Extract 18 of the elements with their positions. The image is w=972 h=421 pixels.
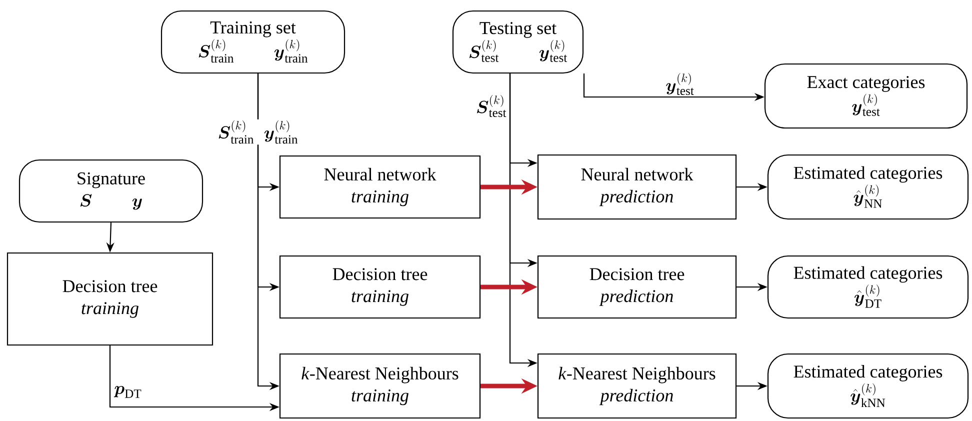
- process-box: Neural network training: [279, 155, 481, 219]
- process-box: Decision tree training: [279, 255, 481, 319]
- process-box: Decision tree prediction: [537, 255, 737, 319]
- rounded-box: Testing set $\boldsymbol{S}^{(k)}_{\mathrm{test}}$ $\boldsymbol{y}^{(k)}_{\mathrm{test}}$: [452, 10, 584, 74]
- process-box: k-Nearest Neighbours training: [279, 353, 481, 419]
- edge-label: $\boldsymbol{p}_{\mathrm{DT}}$: [113, 385, 143, 399]
- process-box: k-Nearest Neighbours prediction: [537, 353, 737, 419]
- rounded-box: Estimated categories $\hat{\boldsymbol{y}}^{(k)}_{\mathrm{DT}}$: [767, 255, 969, 319]
- rounded-box: Estimated categories $\hat{\boldsymbol{y}}^{(k)}_{\mathrm{kNN}}$: [767, 353, 969, 419]
- rounded-box: Estimated categories $\hat{\boldsymbol{y}}^{(k)}_{\mathrm{NN}}$: [767, 154, 969, 220]
- rounded-box: Signature $\boldsymbol{S}$ $\boldsymbol{y}$: [18, 159, 204, 223]
- rounded-box: Training set $\boldsymbol{S}^{(k)}_{\mathrm{train}}$ $\boldsymbol{y}^{(k)}_{\mathrm{train}}$: [160, 10, 346, 74]
- edge-label: $\boldsymbol{y}^{(k)}_{\mathrm{test}}$: [664, 72, 696, 96]
- process-box: Decision tree training: [6, 252, 214, 346]
- process-box: Neural network prediction: [537, 154, 737, 220]
- edge-label: $\boldsymbol{S}^{(k)}_{\mathrm{test}}$: [474, 94, 508, 118]
- edge-label: $\boldsymbol{S}^{(k)}_{\mathrm{train}}\;\; \boldsymbol{y}^{(k)}_{\mathrm{train}}$: [216, 119, 300, 145]
- rounded-box: Exact categories $\boldsymbol{y}^{(k)}_{\mathrm{test}}$: [764, 63, 968, 129]
